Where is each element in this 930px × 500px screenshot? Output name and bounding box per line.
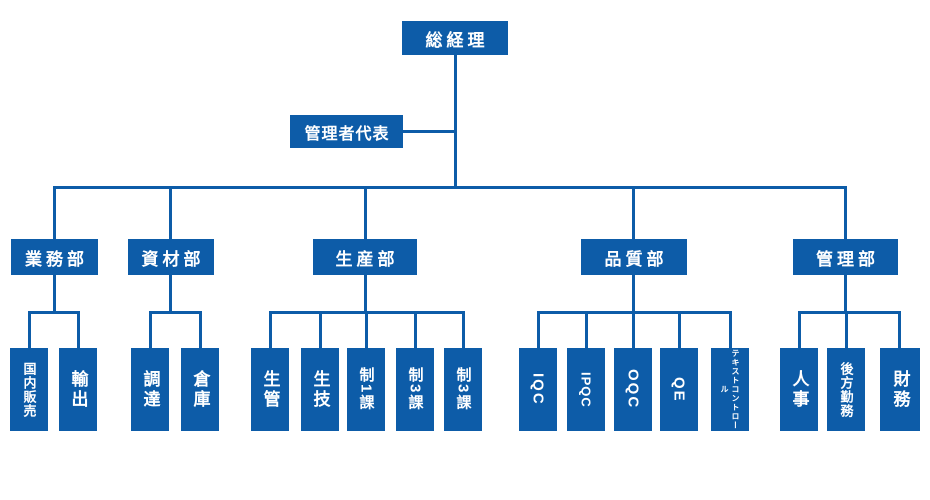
node-text-control: テキストコントロール: [711, 348, 749, 431]
node-production-tech: 生技: [301, 348, 339, 431]
node-finance: 財務: [880, 348, 920, 431]
child-drop: [319, 314, 322, 348]
child-drop: [537, 314, 540, 348]
node-section-3b: 制3課: [444, 348, 482, 431]
node-back-office: 後方勤務: [827, 348, 865, 431]
dept-stem-admin: [844, 275, 847, 314]
sub-connector-business: [28, 311, 80, 314]
sub-connector-materials: [149, 311, 202, 314]
sub-connector-production: [269, 311, 465, 314]
child-drop: [77, 314, 80, 348]
node-oqc: OQC: [614, 348, 652, 431]
dept-drop-materials: [169, 186, 172, 239]
node-qe: QE: [660, 348, 698, 431]
level1-connector: [53, 186, 847, 189]
dept-stem-materials: [169, 275, 172, 314]
node-warehouse: 倉庫: [181, 348, 219, 431]
trunk-connector: [454, 55, 457, 188]
child-drop: [729, 314, 732, 348]
node-dept-production: 生産部: [313, 239, 417, 275]
node-production-control: 生管: [251, 348, 289, 431]
dept-drop-business: [53, 186, 56, 239]
child-drop: [898, 314, 901, 348]
dept-drop-admin: [844, 186, 847, 239]
node-dept-quality: 品質部: [581, 239, 687, 275]
node-domestic-sales: 国内販売: [10, 348, 48, 431]
child-drop: [585, 314, 588, 348]
sub-connector-quality: [537, 311, 732, 314]
child-drop: [462, 314, 465, 348]
node-ipqc: IPQC: [567, 348, 605, 431]
child-drop: [678, 314, 681, 348]
staff-connector: [403, 130, 454, 133]
node-section-1: 制1課: [347, 348, 385, 431]
node-dept-materials: 資材部: [128, 239, 214, 275]
dept-stem-production: [364, 275, 367, 314]
child-drop: [269, 314, 272, 348]
node-procurement: 調達: [131, 348, 169, 431]
dept-stem-business: [53, 275, 56, 314]
child-drop: [798, 314, 801, 348]
child-drop: [199, 314, 202, 348]
child-drop: [845, 314, 848, 348]
child-drop: [632, 314, 635, 348]
child-drop: [414, 314, 417, 348]
node-management-representative: 管理者代表: [290, 115, 403, 148]
node-export: 輸出: [59, 348, 97, 431]
node-dept-admin: 管理部: [793, 239, 898, 275]
dept-stem-quality: [632, 275, 635, 314]
dept-drop-production: [364, 186, 367, 239]
child-drop: [365, 314, 368, 348]
node-general-manager: 総経理: [402, 21, 508, 55]
child-drop: [28, 314, 31, 348]
node-dept-business: 業務部: [11, 239, 98, 275]
node-hr: 人事: [780, 348, 818, 431]
sub-connector-admin: [798, 311, 901, 314]
node-iqc: IQC: [519, 348, 557, 431]
dept-drop-quality: [632, 186, 635, 239]
child-drop: [149, 314, 152, 348]
node-section-3a: 制3課: [396, 348, 434, 431]
